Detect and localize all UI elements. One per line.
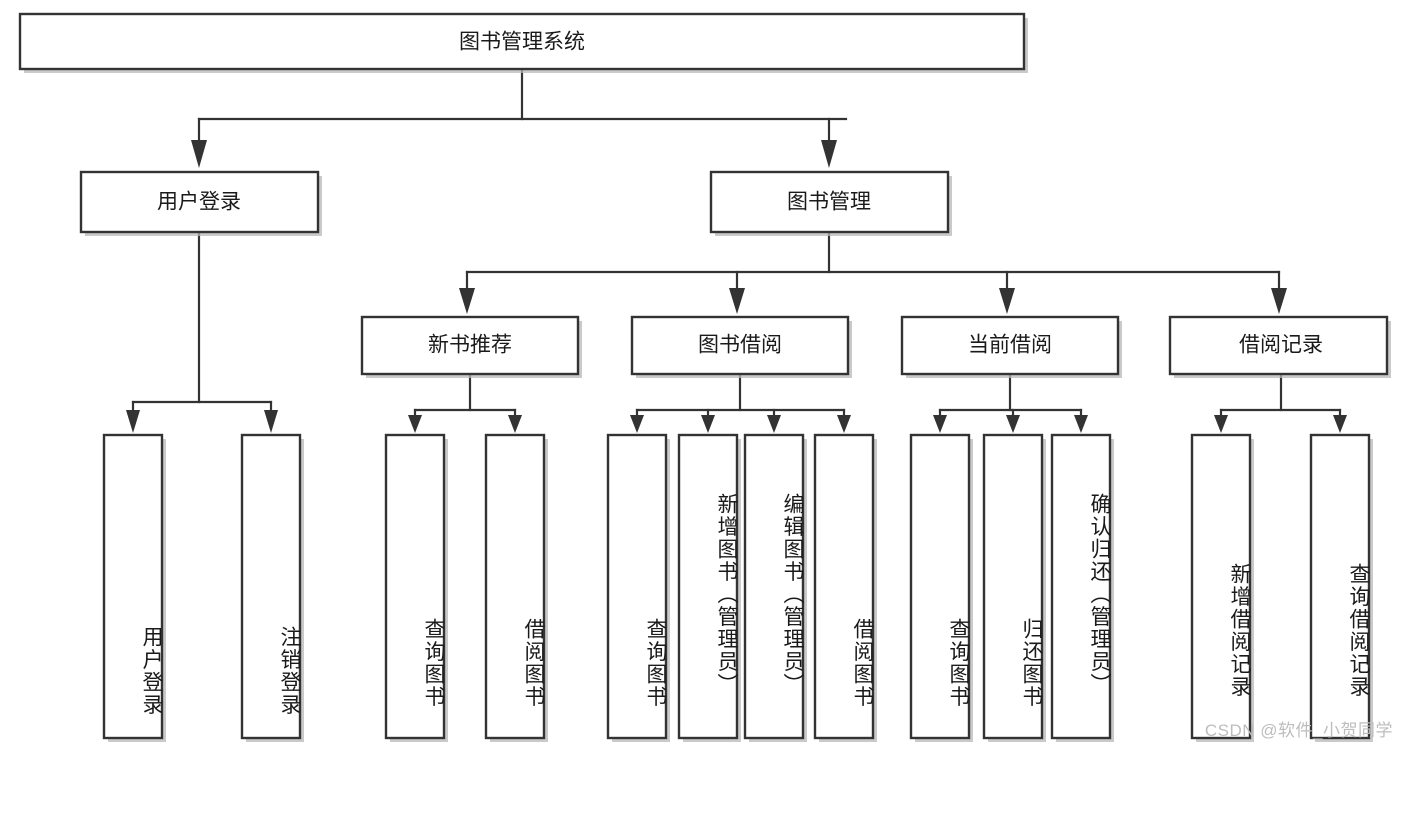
arrow-head-borrow-record (1271, 288, 1287, 314)
node-root-label: 图书管理系统 (459, 31, 585, 54)
node-root-box[interactable] (18, 12, 1026, 71)
node-current-borrow[interactable]: 当前借阅 (900, 315, 1122, 378)
csdn-watermark: CSDN @软件_小贺同学 (1204, 721, 1393, 740)
tree-diagram-svg: 图书管理系统 用户登录 图书管理 新书推荐 图书借阅 当前借阅 (18, 12, 1391, 742)
arrow-head-leaf-add-borrow-record (1214, 415, 1228, 433)
connector-group-borrow-record (1214, 372, 1347, 433)
node-book-manage-label: 图书管理 (787, 191, 871, 214)
leaf-node-boxes (102, 433, 1373, 742)
leaf-query-book-borrow-box[interactable] (606, 433, 668, 740)
node-book-manage[interactable]: 图书管理 (709, 170, 952, 236)
node-user-login-box[interactable] (79, 170, 320, 234)
arrow-head-leaf-borrow-book (837, 415, 851, 433)
node-borrow-record[interactable]: 借阅记录 (1168, 315, 1391, 378)
connector-group-current-borrow (933, 372, 1088, 433)
arrow-head-leaf-query-book-current (933, 415, 947, 433)
leaf-query-book-recommend-box[interactable] (384, 433, 446, 740)
node-current-borrow-box[interactable] (900, 315, 1120, 376)
arrow-head-leaf-query-book-borrow (630, 415, 644, 433)
leaf-return-book-box[interactable] (982, 433, 1044, 740)
node-new-book-recommend-box[interactable] (360, 315, 580, 376)
leaf-confirm-return-admin-box[interactable] (1050, 433, 1112, 740)
arrow-head-leaf-return-book (1006, 415, 1020, 433)
node-book-borrow-label: 图书借阅 (698, 334, 782, 357)
arrow-head-leaf-borrow-book-recommend (508, 415, 522, 433)
node-current-borrow-label: 当前借阅 (968, 334, 1052, 357)
arrow-head-book-manage (821, 140, 837, 168)
leaf-query-borrow-record-box[interactable] (1309, 433, 1371, 740)
leaf-query-book-current-box[interactable] (909, 433, 971, 740)
leaf-user-login-box[interactable] (102, 433, 164, 740)
leaf-add-borrow-record-box[interactable] (1190, 433, 1252, 740)
arrow-head-leaf-query-borrow-record (1333, 415, 1347, 433)
connector-group-root (191, 67, 848, 168)
arrow-head-current-borrow (999, 288, 1015, 314)
leaf-add-book-admin-box[interactable] (677, 433, 739, 740)
arrow-head-leaf-add-book-admin (701, 415, 715, 433)
connector-group-user-login (126, 230, 278, 433)
leaf-logout-login-box[interactable] (240, 433, 302, 740)
arrow-head-leaf-edit-book-admin (767, 415, 781, 433)
node-user-login-label: 用户登录 (157, 191, 241, 214)
node-borrow-record-box[interactable] (1168, 315, 1389, 376)
node-book-manage-box[interactable] (709, 170, 950, 234)
arrow-head-new-book-recommend (459, 288, 475, 314)
node-new-book-recommend[interactable]: 新书推荐 (360, 315, 582, 378)
arrow-head-leaf-confirm-return-admin (1074, 415, 1088, 433)
connector-group-new-book-recommend (408, 372, 522, 433)
structure-diagram-canvas: 图书管理系统 用户登录 图书管理 新书推荐 图书借阅 当前借阅 (18, 12, 1393, 742)
node-borrow-record-label: 借阅记录 (1239, 334, 1323, 357)
leaf-borrow-book-recommend-box[interactable] (484, 433, 546, 740)
leaf-borrow-book-box[interactable] (813, 433, 875, 740)
arrow-head-leaf-user-login (126, 410, 140, 433)
connector-group-book-manage (459, 230, 1287, 314)
leaf-edit-book-admin-box[interactable] (743, 433, 805, 740)
arrow-head-leaf-logout-login (264, 410, 278, 433)
arrow-head-book-borrow (729, 288, 745, 314)
node-new-book-recommend-label: 新书推荐 (428, 334, 512, 357)
arrow-head-user-login (191, 140, 207, 168)
arrow-head-leaf-query-book-recommend (408, 415, 422, 433)
node-user-login[interactable]: 用户登录 (79, 170, 322, 236)
node-book-borrow[interactable]: 图书借阅 (630, 315, 852, 378)
node-book-borrow-box[interactable] (630, 315, 850, 376)
connector-group-book-borrow (630, 372, 851, 433)
node-root[interactable]: 图书管理系统 (18, 12, 1028, 73)
